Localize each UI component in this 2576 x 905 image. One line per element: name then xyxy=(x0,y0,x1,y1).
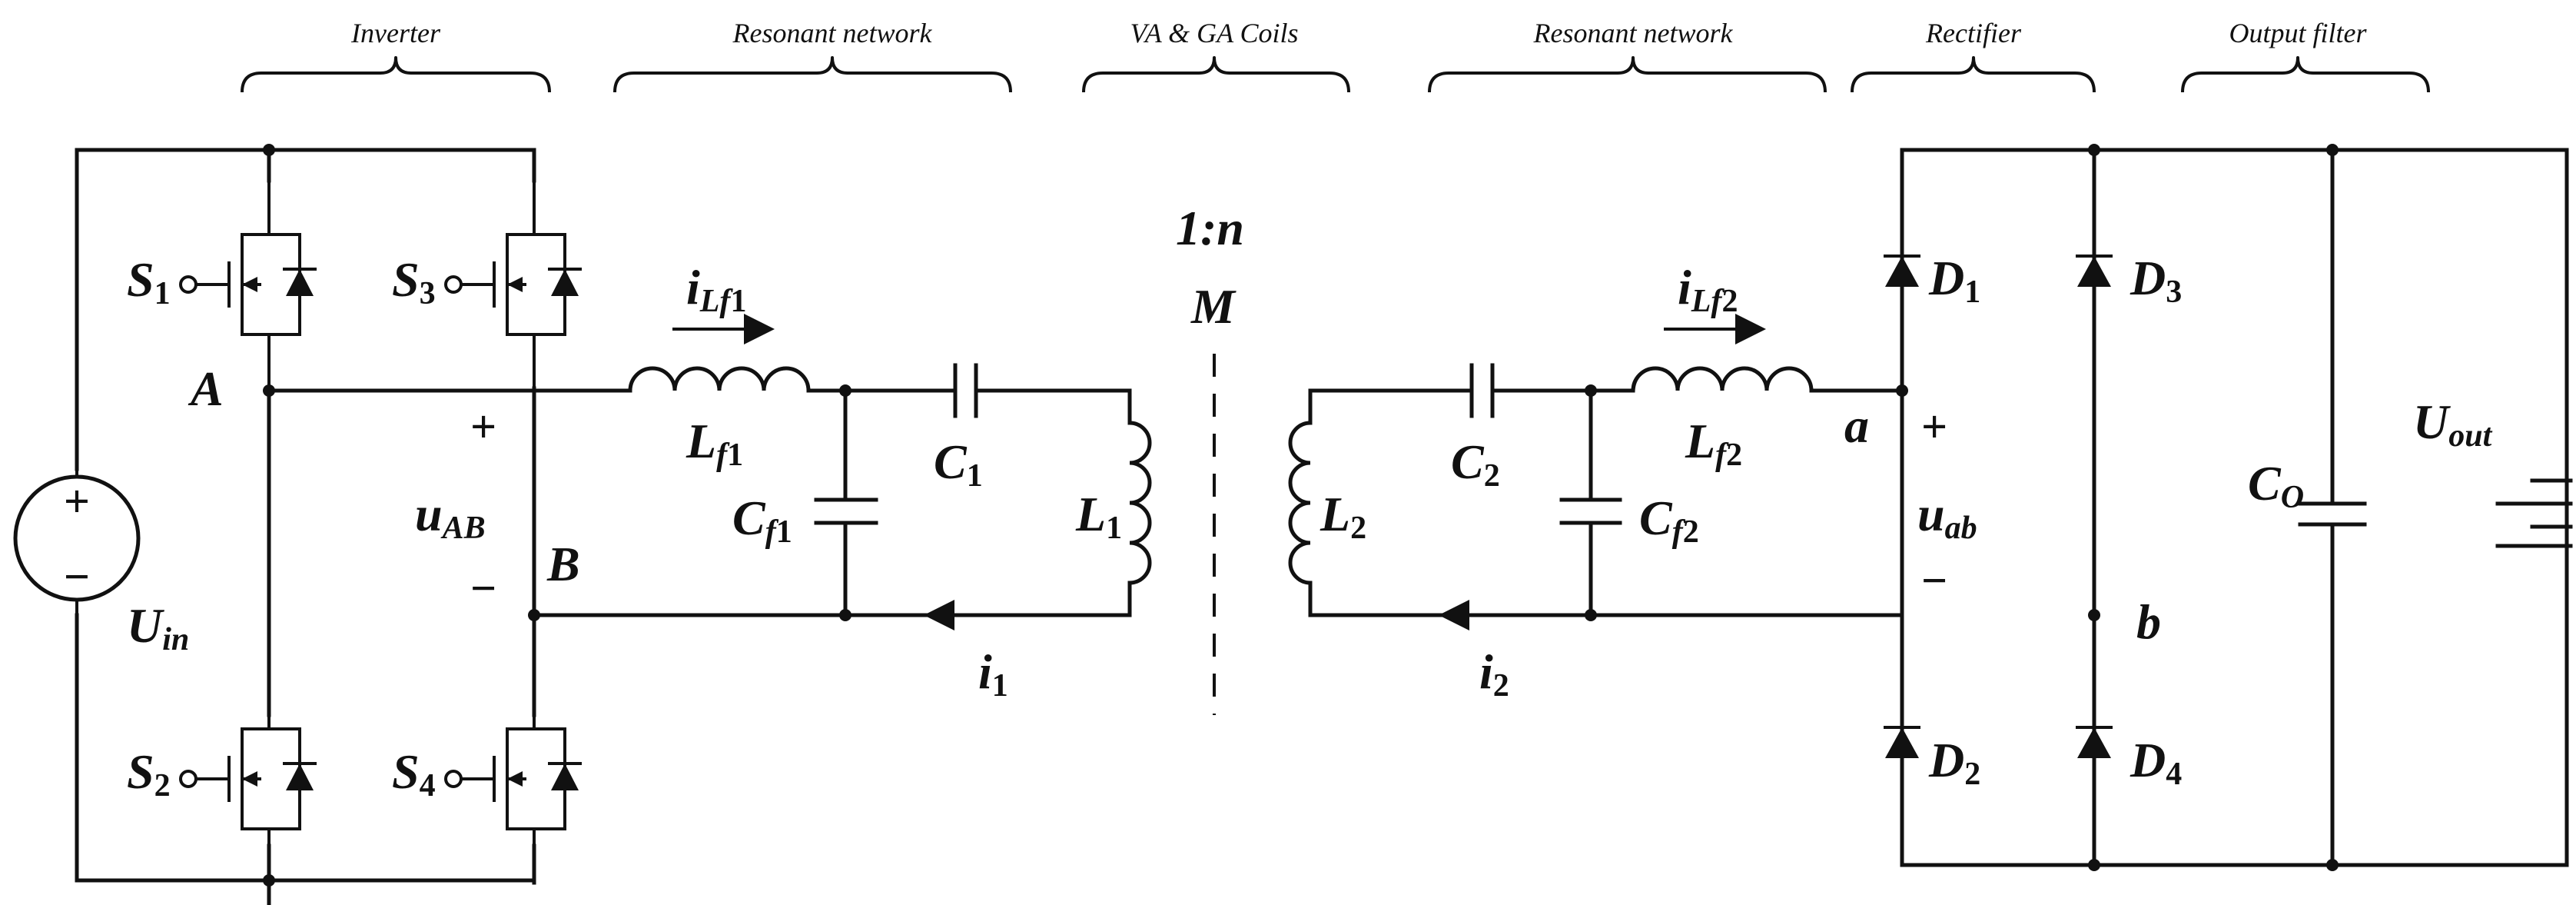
label-D3: D3 xyxy=(2130,251,2182,310)
label-i-Lf1: iLf1 xyxy=(686,260,746,319)
label-C2: C2 xyxy=(1451,434,1500,494)
primary-resonant-network xyxy=(628,314,1152,631)
label-mutual-M: M xyxy=(1190,279,1237,334)
label-node-b: b xyxy=(2136,594,2161,649)
label-s3: S3 xyxy=(392,252,436,311)
label-u-in: Uin xyxy=(127,598,189,657)
brace-rectifier xyxy=(1851,56,2096,93)
label-D1: D1 xyxy=(1928,251,1980,310)
label-L-f1: Lf1 xyxy=(685,414,743,473)
label-i1: i1 xyxy=(978,644,1008,704)
label-i2: i2 xyxy=(1479,644,1509,704)
brace-inverter xyxy=(241,56,551,93)
output-filter xyxy=(2298,148,2573,867)
label-Co: CO xyxy=(2248,456,2304,515)
label-D4: D4 xyxy=(2130,733,2182,792)
header-inverter: Inverter xyxy=(350,18,441,48)
label-u-out: Uout xyxy=(2413,394,2493,454)
inductor-lf1 xyxy=(628,366,811,393)
label-s2: S2 xyxy=(127,744,171,804)
label-L1: L1 xyxy=(1075,487,1122,546)
label-turns-ratio: 1:n xyxy=(1176,201,1244,255)
capacitor-cf2 xyxy=(1559,497,1622,525)
label-uab-minus: − xyxy=(470,563,496,614)
switch-s4 xyxy=(444,674,583,884)
brace-coils xyxy=(1082,56,1350,93)
label-D2: D2 xyxy=(1928,733,1980,792)
label-uab-small-minus: − xyxy=(1921,555,1947,606)
header-resonant-primary: Resonant network xyxy=(732,18,933,48)
header-rectifier: Rectifier xyxy=(1925,18,2022,48)
diode-d4 xyxy=(2074,726,2114,760)
coil-l1 xyxy=(1127,421,1152,585)
label-C-f2: Cf2 xyxy=(1639,491,1699,550)
label-C1: C1 xyxy=(934,434,983,494)
label-i-Lf2: iLf2 xyxy=(1678,260,1738,319)
label-s1: S1 xyxy=(127,252,171,311)
switch-s2 xyxy=(179,674,318,884)
rectifier xyxy=(1882,144,2569,871)
inverter: + − xyxy=(13,144,848,905)
capacitor-co xyxy=(2298,501,2367,527)
diode-d2 xyxy=(1882,726,1922,760)
header-coils: VA & GA Coils xyxy=(1130,18,1298,48)
label-uab-small-plus: + xyxy=(1921,401,1947,452)
brace-output-filter xyxy=(2181,56,2430,93)
section-headers: Inverter Resonant network VA & GA Coils … xyxy=(241,18,2430,93)
inductor-lf2 xyxy=(1631,366,1904,393)
battery-symbol xyxy=(2495,478,2573,548)
header-output-filter: Output filter xyxy=(2229,18,2368,48)
coil-l2 xyxy=(1288,421,1313,585)
brace-resonant-secondary xyxy=(1428,56,1827,93)
label-node-B: B xyxy=(546,537,580,591)
capacitor-cf1 xyxy=(814,497,878,525)
label-node-A: A xyxy=(188,361,224,416)
label-s4: S4 xyxy=(392,744,436,804)
label-node-a: a xyxy=(1844,398,1869,453)
secondary-resonant-network xyxy=(1288,314,1904,631)
capacitor-c1 xyxy=(953,363,978,418)
label-L2: L2 xyxy=(1320,487,1366,546)
switch-s3 xyxy=(444,179,583,390)
brace-resonant-primary xyxy=(613,56,1012,93)
label-u-ab: uab xyxy=(1917,487,1977,546)
label-L-f2: Lf2 xyxy=(1685,414,1742,473)
source-minus: − xyxy=(64,551,90,602)
capacitor-c2 xyxy=(1469,363,1495,418)
header-resonant-secondary: Resonant network xyxy=(1533,18,1734,48)
source-plus: + xyxy=(64,476,90,527)
switch-s1 xyxy=(179,179,318,390)
label-uab-plus: + xyxy=(470,401,496,452)
label-u-AB: uAB xyxy=(415,487,486,546)
diode-d1 xyxy=(1882,255,1922,288)
label-C-f1: Cf1 xyxy=(732,491,792,550)
diode-d3 xyxy=(2074,255,2114,288)
